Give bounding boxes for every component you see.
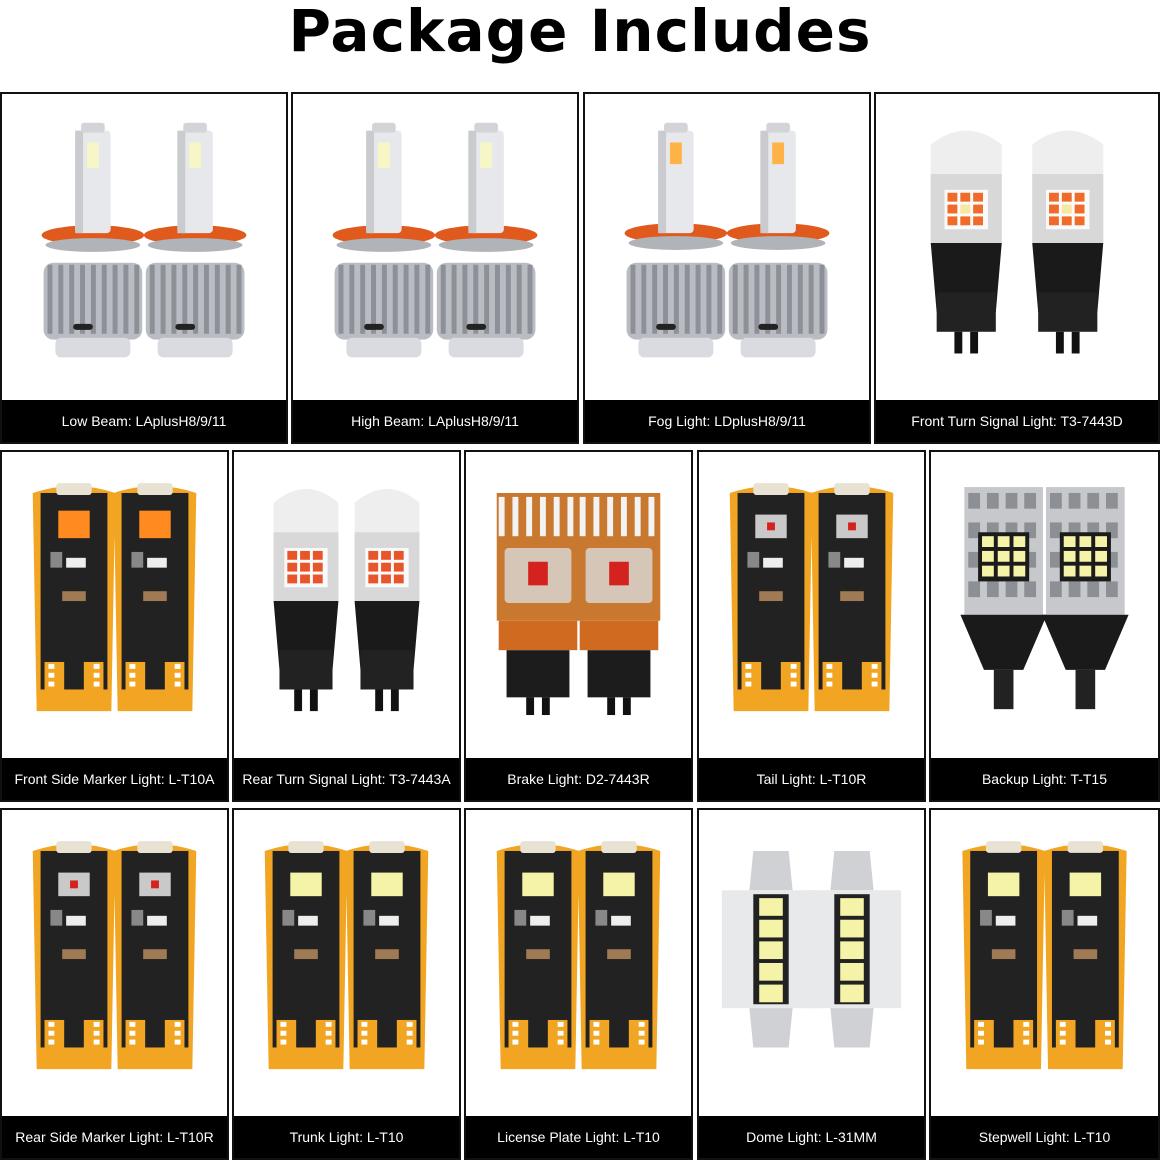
product-card-stepwell-light: Stepwell Light: L-T10 [929,808,1160,1160]
t15-backup-bulb-icon [931,452,1158,756]
h11-headlight-icon [293,94,577,398]
product-card-front-turn-signal: Front Turn Signal Light: T3-7443D [874,92,1160,444]
product-label: Tail Light: L-T10R [699,758,924,800]
festoon-31mm-icon [699,810,924,1114]
t10-white-icon [466,810,691,1114]
product-label: Rear Side Marker Light: L-T10R [2,1116,227,1158]
t10-amber-icon [2,452,227,756]
product-card-rear-side-marker: Rear Side Marker Light: L-T10R [0,808,229,1160]
product-label: Dome Light: L-31MM [699,1116,924,1158]
product-label: Trunk Light: L-T10 [234,1116,459,1158]
7443-copper-bulb-icon [466,452,691,756]
product-label: High Beam: LAplusH8/9/11 [293,400,577,442]
product-label: Front Side Marker Light: L-T10A [2,758,227,800]
product-card-backup-light: Backup Light: T-T15 [929,450,1160,802]
t10-red-icon [2,810,227,1114]
product-card-dome-light: Dome Light: L-31MM [697,808,926,1160]
product-card-brake-light: Brake Light: D2-7443R [464,450,693,802]
product-card-front-side-marker: Front Side Marker Light: L-T10A [0,450,229,802]
t10-white-icon [931,810,1158,1114]
product-label: Fog Light: LDplusH8/9/11 [585,400,869,442]
product-label: Front Turn Signal Light: T3-7443D [876,400,1158,442]
h11-foglight-icon [585,94,869,398]
product-card-low-beam: Low Beam: LAplusH8/9/11 [0,92,288,444]
page-title: Package Includes [288,0,872,65]
product-label: Stepwell Light: L-T10 [931,1116,1158,1158]
product-label: Brake Light: D2-7443R [466,758,691,800]
product-label: License Plate Light: L-T10 [466,1116,691,1158]
product-card-rear-turn-signal: Rear Turn Signal Light: T3-7443A [232,450,461,802]
7443-bulb-icon [876,94,1158,398]
product-card-tail-light: Tail Light: L-T10R [697,450,926,802]
product-card-trunk-light: Trunk Light: L-T10 [232,808,461,1160]
product-card-high-beam: High Beam: LAplusH8/9/11 [291,92,579,444]
t10-red-icon [699,452,924,756]
t10-white-icon [234,810,459,1114]
h11-headlight-icon [2,94,286,398]
product-label: Low Beam: LAplusH8/9/11 [2,400,286,442]
product-label: Backup Light: T-T15 [931,758,1158,800]
product-card-license-plate: License Plate Light: L-T10 [464,808,693,1160]
product-card-fog-light: Fog Light: LDplusH8/9/11 [583,92,871,444]
product-label: Rear Turn Signal Light: T3-7443A [234,758,459,800]
7443-red-bulb-icon [234,452,459,756]
